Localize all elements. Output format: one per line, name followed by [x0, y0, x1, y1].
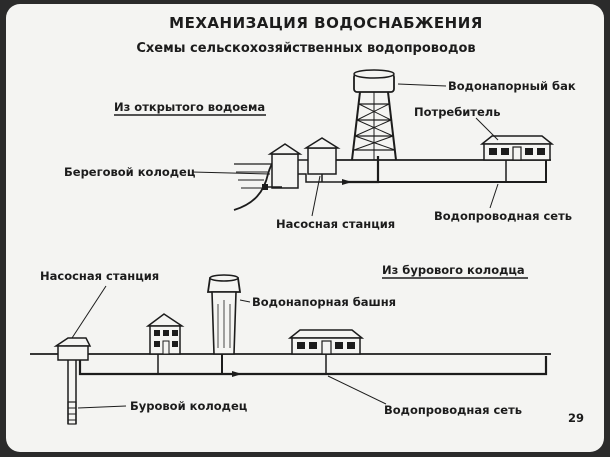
- label-network-top: Водопроводная сеть: [434, 209, 572, 223]
- water-tank-tower: [351, 69, 397, 161]
- barn: [287, 329, 365, 355]
- bottom-heading: Из бурового колодца: [382, 263, 525, 277]
- flow-arrow-top: [342, 179, 352, 185]
- label-pump-station-bottom: Насосная станция: [40, 269, 159, 283]
- network-pipe-top: [378, 160, 547, 183]
- label-pump-station-top: Насосная станция: [276, 217, 395, 231]
- pump-station-top: [303, 137, 341, 182]
- flow-arrow-bottom: [232, 371, 242, 377]
- label-network-bottom: Водопроводная сеть: [384, 403, 522, 417]
- slide: МЕХАНИЗАЦИЯ ВОДОСНАБЖЕНИЯ Схемы сельскох…: [6, 4, 604, 452]
- network-pipe-bottom: [78, 356, 548, 376]
- water-body: [234, 163, 272, 189]
- page-number: 29: [568, 411, 584, 425]
- label-shore-well: Береговой колодец: [64, 165, 196, 179]
- shore-well: [262, 143, 303, 190]
- consumer-building: [479, 135, 555, 161]
- top-heading: Из открытого водоема: [114, 100, 265, 114]
- label-consumer: Потребитель: [414, 105, 500, 119]
- page-title: МЕХАНИЗАЦИЯ ВОДОСНАБЖЕНИЯ: [169, 14, 483, 32]
- water-tower-masonry: [206, 274, 242, 355]
- label-tower: Водонапорная башня: [252, 295, 396, 309]
- page-subtitle: Схемы сельскохозяйственных водопроводов: [136, 41, 475, 56]
- house: [145, 313, 185, 355]
- label-borehole: Буровой колодец: [130, 399, 248, 413]
- pump-station-bottom: [53, 337, 92, 361]
- suction-pipe: [298, 173, 342, 183]
- borehole: [67, 360, 77, 425]
- diagram-canvas: МЕХАНИЗАЦИЯ ВОДОСНАБЖЕНИЯ Схемы сельскох…: [30, 14, 584, 425]
- label-tank: Водонапорный бак: [448, 79, 576, 93]
